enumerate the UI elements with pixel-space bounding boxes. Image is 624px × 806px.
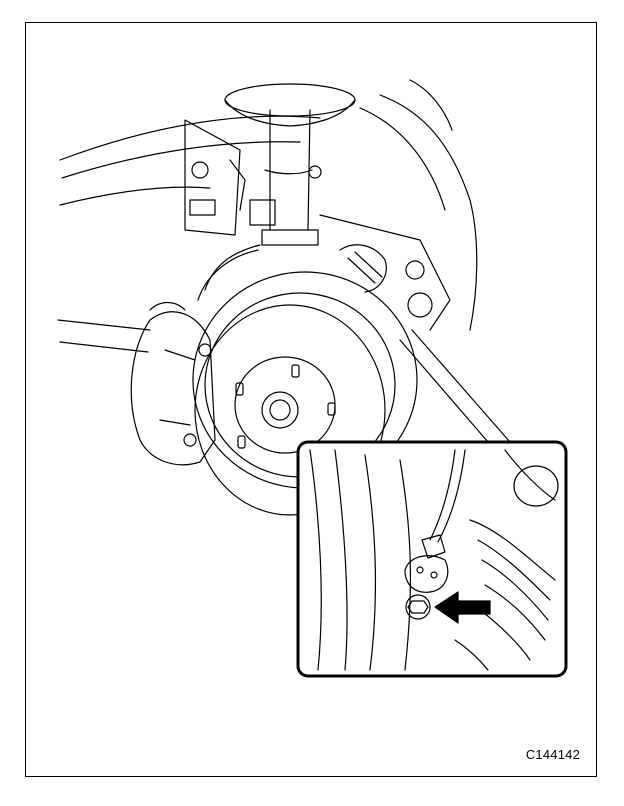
- wheel-well-lines: [59, 79, 478, 331]
- knuckle-brackets: [184, 119, 322, 236]
- brake-caliper: [130, 311, 216, 466]
- wheel-hub: [235, 364, 336, 457]
- cv-boot: [319, 214, 451, 331]
- callout-leader: [399, 329, 511, 443]
- brake-hose: [197, 244, 261, 301]
- figure-code: C144142: [525, 747, 580, 762]
- detail-inset: [296, 440, 568, 678]
- strut-mount: [224, 83, 356, 246]
- drive-shaft: [57, 301, 186, 353]
